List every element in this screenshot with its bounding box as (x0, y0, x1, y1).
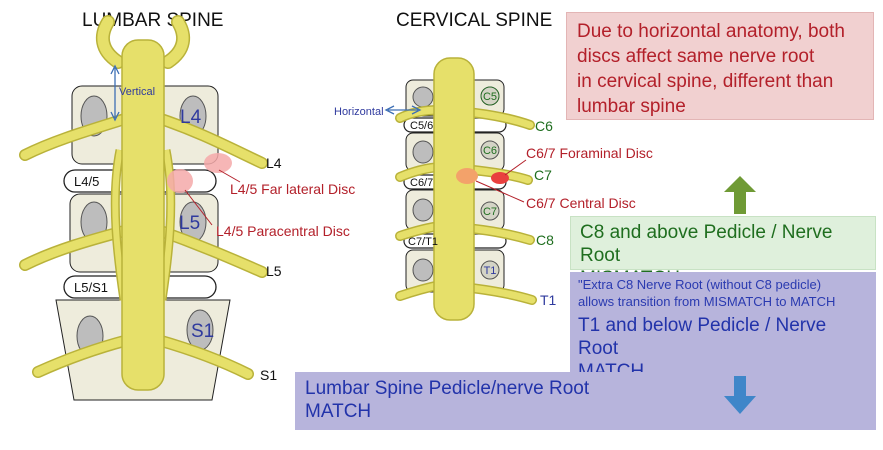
lesion-label-central: C6/7 Central Disc (526, 195, 636, 211)
nerve-root-label-c8: C8 (536, 232, 554, 248)
nerve-root-label-l4: L4 (266, 155, 282, 171)
cervical-pedicle-c6-left (412, 140, 434, 164)
leader-far-lateral (218, 169, 241, 183)
vertebra-label-c6: C6 (483, 145, 497, 157)
cervical-spine: Horizontal C5 C6 C7 T1 C5/6 C6/7 C7/T1 C… (334, 57, 653, 321)
disc-label-c7-t1: C7/T1 (408, 236, 438, 248)
cervical-pedicle-c5-left (412, 86, 434, 108)
cervical-pedicle-c7-right (480, 201, 500, 221)
up-arrow-icon (724, 176, 756, 214)
leader-central (475, 180, 525, 203)
cervical-central-disc-lesion (456, 168, 478, 184)
vertebra-label-c5: C5 (483, 91, 497, 103)
circle-c5 (480, 86, 500, 106)
nerve-root-label-l5: L5 (266, 263, 282, 279)
t1-match-text: T1 and below Pedicle / Nerve Root MATCH (578, 315, 827, 382)
lesion-label-far-lateral: L4/5 Far lateral Disc (230, 181, 355, 197)
lumbar-spinal-cord (121, 39, 165, 391)
lumbar-upper-root-left (97, 16, 124, 68)
leader-foraminal (504, 159, 527, 176)
vertical-arrow-head-top (110, 64, 120, 75)
lumbar-root-s1-left (33, 335, 133, 377)
cervical-foraminal-disc-lesion (491, 172, 509, 184)
cervical-pedicle-t1-left (412, 258, 434, 282)
lesion-label-paracentral: L4/5 Paracentral Disc (216, 223, 350, 239)
lumbar-root-s1-right (153, 335, 253, 379)
disc-label-l5-s1: L5/S1 (74, 280, 108, 295)
lumbar-far-lateral-disc-lesion (204, 153, 232, 173)
lumbar-upper-root-right (162, 16, 189, 68)
nerve-root-label-c7: C7 (534, 167, 552, 183)
disc-label-l4-5: L4/5 (74, 174, 99, 189)
match-box: "Extra C8 Nerve Root (without C8 pedicle… (570, 272, 876, 382)
cervical-anatomy-note: Due to horizontal anatomy, both discs af… (566, 12, 874, 120)
horizontal-label: Horizontal (334, 106, 384, 118)
cervical-pedicle-c6-right (480, 140, 500, 160)
cervical-pedicle-c7-left (412, 198, 434, 222)
disc-label-c5-6: C5/6 (410, 120, 433, 132)
vertebra-label-t1: T1 (484, 265, 497, 277)
horizontal-arrow-head-left (384, 105, 395, 115)
vertebra-label-l4: L4 (180, 107, 202, 128)
leader-paracentral (184, 189, 213, 226)
lumbar-match-box: Lumbar Spine Pedicle/nerve Root MATCH (295, 372, 876, 430)
nerve-root-label-t1: T1 (540, 292, 557, 308)
vertebra-label-s1: S1 (191, 321, 214, 342)
lumbar-root-l4-right (153, 113, 267, 168)
lumbar-root-l4-left (20, 113, 133, 160)
nerve-root-label-s1: S1 (260, 367, 277, 383)
cervical-pedicle-t1-right (480, 260, 500, 280)
lumbar-spine-title: LUMBAR SPINE (82, 10, 223, 31)
disc-label-c6-7: C6/7 (410, 177, 433, 189)
vertical-arrow-head-bottom (110, 111, 120, 122)
cervical-spine-title: CERVICAL SPINE (396, 10, 552, 31)
horizontal-arrow-head-right (411, 105, 422, 115)
vertebra-label-c7: C7 (483, 206, 497, 218)
lumbar-paracentral-disc-lesion (167, 169, 193, 193)
mismatch-box: C8 and above Pedicle / Nerve Root MISMAT… (570, 216, 876, 289)
extra-c8-note: "Extra C8 Nerve Root (without C8 pedicle… (578, 277, 836, 309)
lumbar-spine: Vertical L4 L5 S1 L4/5 L5/S1 L4 L5 S1 L4… (19, 15, 355, 401)
nerve-root-label-c6: C6 (535, 118, 553, 134)
cervical-spinal-cord (433, 57, 475, 321)
vertebra-label-l5: L5 (179, 213, 200, 234)
lesion-label-foraminal: C6/7 Foraminal Disc (526, 145, 653, 161)
vertical-label: Vertical (119, 86, 155, 98)
